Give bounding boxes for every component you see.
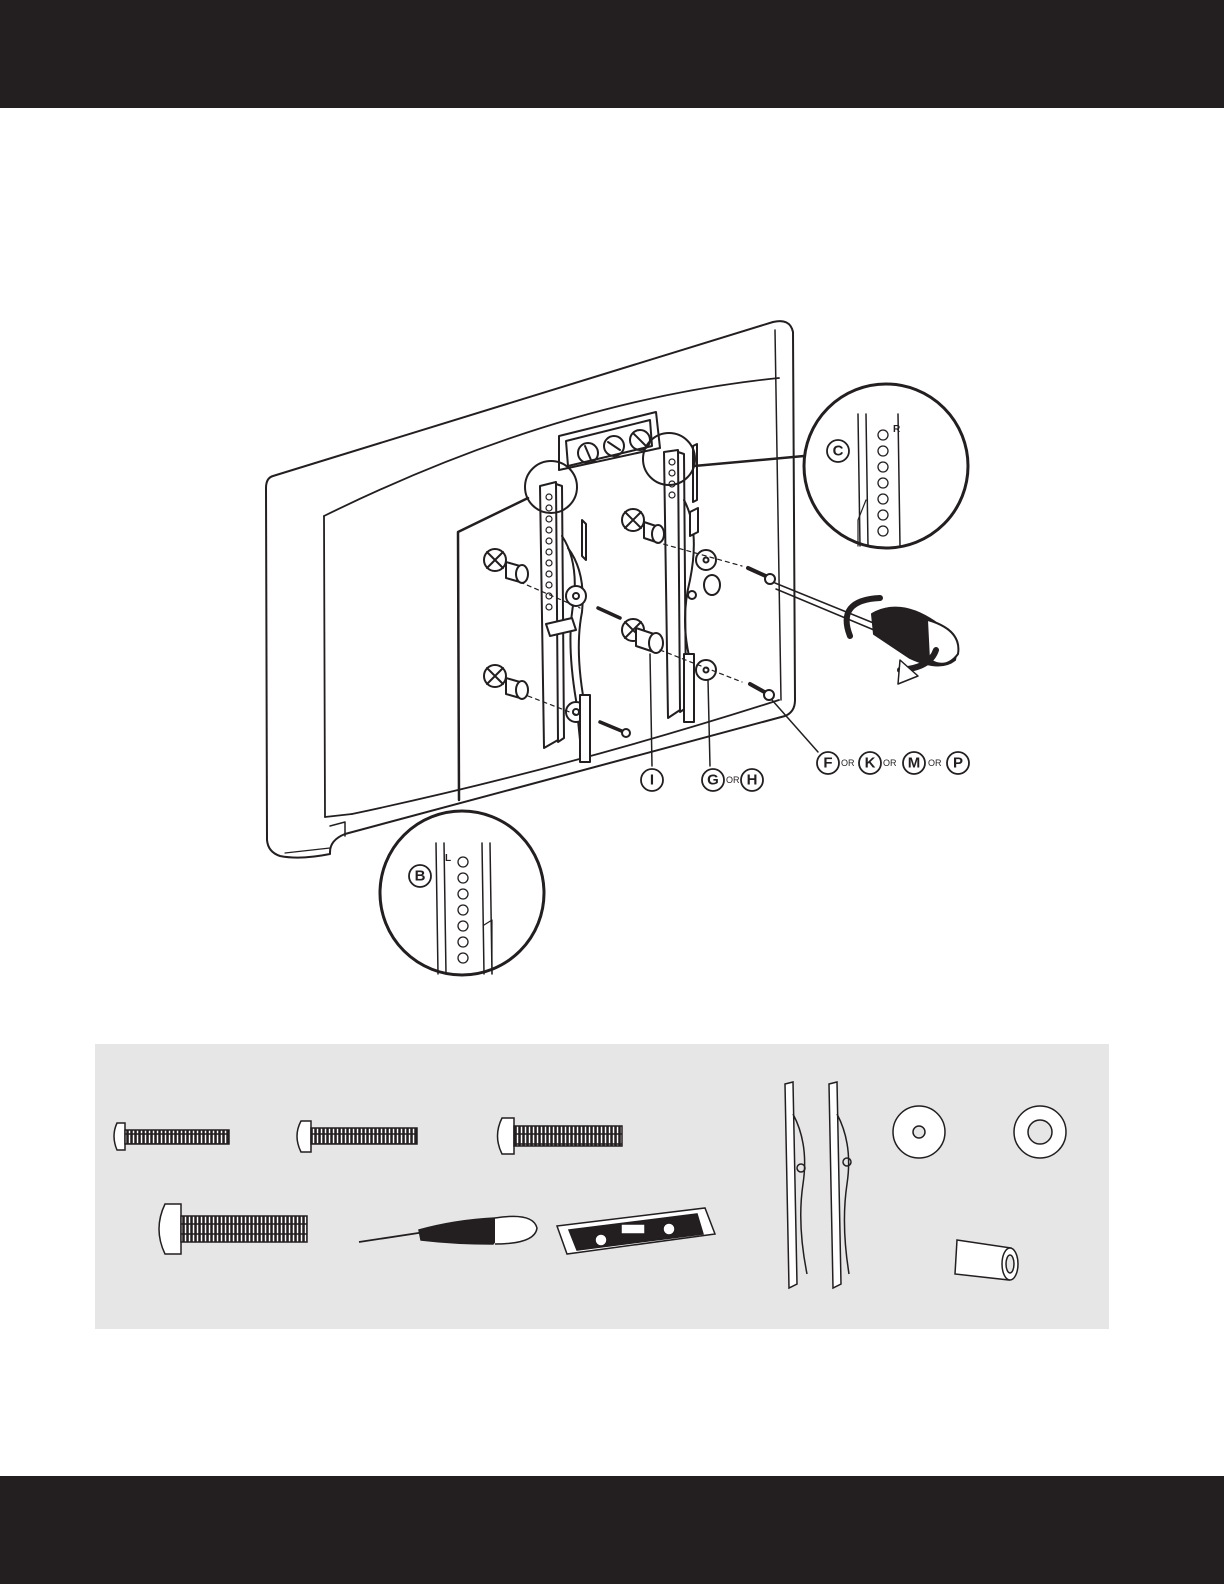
bottom-band xyxy=(0,1476,1224,1584)
screw-short-1 xyxy=(114,1123,229,1150)
bracket-parts xyxy=(785,1082,851,1288)
washer-small xyxy=(893,1106,945,1158)
bubble-level xyxy=(559,412,660,470)
washer-large xyxy=(1014,1106,1066,1158)
or-word-mp: OR xyxy=(928,758,942,768)
label-g: G xyxy=(707,772,719,789)
label-c: C xyxy=(833,443,844,460)
label-m: M xyxy=(908,755,921,772)
washers xyxy=(696,550,716,680)
left-bracket xyxy=(540,482,590,762)
label-i: I xyxy=(650,772,654,789)
right-side-mark: R xyxy=(893,424,901,435)
or-word-km: OR xyxy=(883,758,897,768)
wall-anchor-left-top xyxy=(484,549,528,583)
wall-anchor-center-top xyxy=(622,509,664,543)
screw-long xyxy=(159,1204,307,1254)
spacer-part xyxy=(636,628,663,653)
label-h: H xyxy=(747,772,758,789)
parts-panel xyxy=(95,1044,1109,1329)
callout-c-detail: R C xyxy=(804,384,968,548)
label-p: P xyxy=(953,755,963,772)
spacer-part-detail xyxy=(955,1240,1018,1280)
label-k: K xyxy=(865,755,876,772)
screw-medium xyxy=(498,1118,623,1154)
screwdriver xyxy=(775,583,958,684)
left-side-mark: L xyxy=(445,853,451,864)
level-part xyxy=(557,1208,715,1254)
or-word-gh: OR xyxy=(726,775,740,785)
parts-drawings xyxy=(95,1044,1109,1329)
label-b: B xyxy=(415,868,426,885)
callout-b-detail: L B xyxy=(380,811,544,975)
label-f: F xyxy=(823,755,832,772)
screw-short-2 xyxy=(297,1121,417,1152)
screwdriver-part xyxy=(359,1216,537,1244)
or-word-fk: OR xyxy=(841,758,855,768)
wall-anchor-left-bottom xyxy=(484,665,528,699)
